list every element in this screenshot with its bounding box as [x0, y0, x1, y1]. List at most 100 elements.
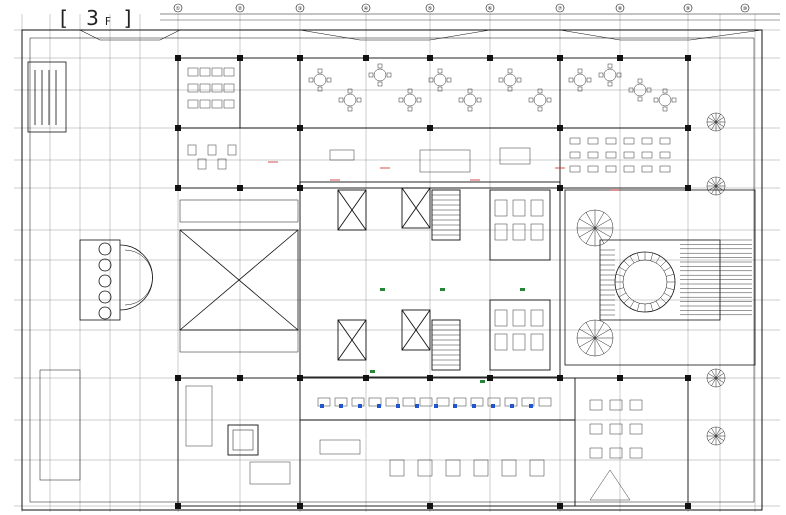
axis-bubble — [425, 3, 435, 13]
tree-branch — [715, 377, 724, 383]
tree-branch — [585, 337, 596, 354]
round-table — [313, 73, 327, 87]
chair — [377, 81, 383, 87]
column — [363, 55, 369, 61]
chair — [467, 88, 473, 94]
cafe-table — [659, 165, 671, 173]
deck-radial — [618, 292, 627, 298]
tree-branch — [711, 178, 717, 187]
chair — [607, 81, 613, 87]
tree-branch — [711, 435, 717, 444]
desk — [187, 99, 199, 109]
chair — [347, 88, 353, 94]
toilet-stall — [512, 333, 526, 351]
workstation — [368, 397, 382, 407]
building-outline — [21, 29, 763, 511]
round-table — [343, 93, 357, 107]
south-furniture — [185, 385, 643, 501]
deck-radial — [629, 255, 635, 264]
chair — [671, 97, 677, 103]
chair — [476, 97, 482, 103]
cafe-table — [659, 151, 671, 159]
axis-label: ① — [176, 6, 181, 12]
tree-branch — [579, 227, 596, 238]
workstation — [436, 397, 450, 407]
workstation — [419, 397, 433, 407]
chair — [467, 106, 473, 112]
atrium-skylight — [179, 199, 299, 353]
deck-radial — [660, 260, 667, 267]
chair — [437, 68, 443, 74]
chair — [528, 97, 534, 103]
equipment-marker — [396, 404, 400, 408]
workstation — [521, 397, 535, 407]
column — [297, 185, 303, 191]
axis-label: ④ — [364, 6, 369, 12]
tree-branch — [594, 337, 605, 354]
cafe-table — [569, 151, 581, 159]
chair — [377, 63, 383, 69]
chair — [338, 97, 344, 103]
desk — [187, 144, 197, 156]
round-table — [373, 68, 387, 82]
desk — [187, 83, 199, 93]
floor-suffix: F — [104, 15, 112, 28]
tree-branch — [708, 377, 717, 383]
chair — [347, 106, 353, 112]
chair — [368, 72, 374, 78]
tree-branch — [715, 117, 724, 123]
floor-bracket-open: [ — [60, 6, 74, 30]
chair — [662, 88, 668, 94]
cafe-table — [587, 151, 599, 159]
column — [617, 55, 623, 61]
chair — [428, 77, 434, 83]
chair — [586, 77, 592, 83]
workstation — [538, 397, 552, 407]
toilet-stall — [530, 333, 544, 351]
column — [427, 55, 433, 61]
tree-branch — [585, 322, 596, 339]
meeting-table — [249, 461, 291, 485]
workstation — [385, 397, 399, 407]
tree-branch — [708, 373, 717, 379]
column — [685, 503, 691, 509]
tree-branch — [594, 227, 611, 238]
column — [237, 375, 243, 381]
cafe-table — [609, 423, 623, 435]
column — [487, 55, 493, 61]
tree-branch — [711, 370, 717, 379]
tree-branch — [711, 428, 717, 437]
desk — [199, 83, 211, 93]
triangular-stage — [589, 469, 631, 501]
terrace-trees — [576, 112, 726, 446]
cafe-table — [609, 399, 623, 411]
deck-radial — [655, 300, 661, 309]
fixture-marker — [370, 370, 375, 373]
toilet-stall — [494, 199, 508, 217]
cafe-table — [587, 165, 599, 173]
equipment-marker — [377, 404, 381, 408]
chair — [637, 96, 643, 102]
chair — [317, 68, 323, 74]
tree-branch — [594, 227, 605, 244]
axis-bubble — [555, 3, 565, 13]
cafe-table — [589, 423, 603, 435]
deck-radial — [636, 303, 640, 312]
desk — [223, 83, 235, 93]
chair — [386, 72, 392, 78]
south-office-zone — [177, 377, 689, 507]
cafe-table — [587, 137, 599, 145]
deck-radial — [629, 300, 635, 309]
chair — [646, 87, 652, 93]
chair — [407, 106, 413, 112]
cafe-table — [623, 151, 635, 159]
equipment-marker — [510, 404, 514, 408]
desk — [187, 67, 199, 77]
cafe-table — [641, 165, 653, 173]
tree-branch — [715, 121, 721, 130]
chair — [516, 77, 522, 83]
deck-radial — [655, 255, 661, 264]
axis-label: ⑨ — [686, 6, 690, 12]
